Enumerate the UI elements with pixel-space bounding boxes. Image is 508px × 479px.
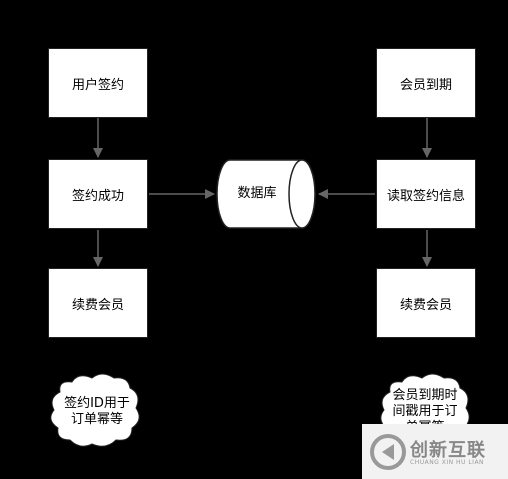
node-renew-left: 续费会员	[48, 268, 148, 338]
node-sign-success: 签约成功	[48, 159, 148, 229]
note-left-line-2: 订单幂等	[70, 412, 123, 427]
node-renew-right-label: 续费会员	[399, 297, 452, 313]
node-database-label: 数据库	[237, 186, 277, 201]
watermark-logo-icon	[370, 434, 406, 470]
node-renew-right: 续费会员	[376, 268, 476, 338]
note-cloud-left	[50, 373, 140, 447]
node-renew-left-label: 续费会员	[71, 297, 124, 313]
watermark-cn: 创新互联	[410, 440, 486, 461]
note-right-line-2: 间戳用于订	[392, 404, 458, 419]
database-cylinder	[216, 159, 316, 229]
note-left-text: 签约ID用于 订单幂等	[52, 396, 142, 428]
node-user-sign: 用户签约	[48, 48, 148, 118]
node-read-sign-info-label: 读取签约信息	[386, 188, 465, 204]
watermark-en: CHUANG XIN HU LIAN	[410, 459, 485, 466]
note-left-line-1: 签约ID用于	[64, 396, 130, 411]
node-read-sign-info: 读取签约信息	[376, 159, 476, 229]
node-sign-success-label: 签约成功	[71, 188, 124, 204]
node-user-sign-label: 用户签约	[71, 77, 124, 93]
node-member-expire-label: 会员到期	[399, 77, 452, 93]
note-right-line-1: 会员到期时	[392, 388, 458, 403]
node-member-expire: 会员到期	[376, 48, 476, 118]
watermark: 创新互联 CHUANG XIN HU LIAN	[362, 424, 508, 479]
